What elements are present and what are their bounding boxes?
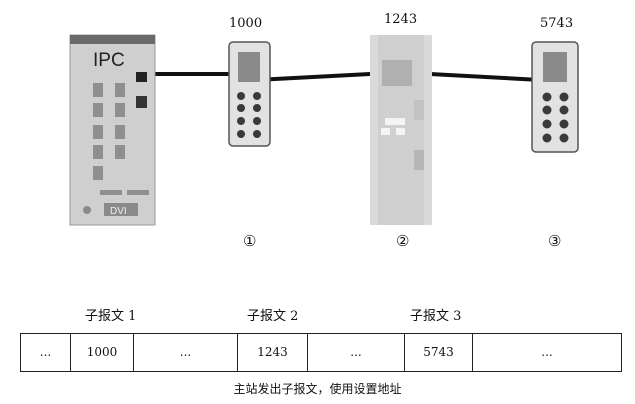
device-address-2: 1243 bbox=[384, 12, 418, 27]
telegram-cell: ... bbox=[308, 334, 405, 371]
drive-1243 bbox=[370, 35, 432, 225]
telegram-cell: 5743 bbox=[405, 334, 473, 371]
telegram-frame: ... 1000 ... 1243 ... 5743 ... bbox=[20, 333, 622, 372]
device-address-3: 5743 bbox=[540, 16, 574, 31]
diagram-caption: 主站发出子报文，使用设置地址 bbox=[233, 382, 402, 396]
io-module-5743 bbox=[531, 41, 579, 153]
telegram-cell: ... bbox=[21, 334, 71, 371]
ethernet-cable bbox=[140, 72, 541, 82]
telegram-cell: 1243 bbox=[238, 334, 308, 371]
dvi-port-label: DVI bbox=[110, 206, 127, 217]
telegram-cell: ... bbox=[134, 334, 238, 371]
telegram-cell: 1000 bbox=[71, 334, 134, 371]
io-module-1000 bbox=[228, 41, 271, 147]
telegram-cell: ... bbox=[541, 345, 553, 359]
device-address-1: 1000 bbox=[229, 16, 263, 31]
ipc-label: IPC bbox=[93, 50, 125, 71]
device-marker-1: ① bbox=[243, 232, 257, 250]
ipc-controller: IPC DVI bbox=[69, 34, 156, 226]
device-marker-3: ③ bbox=[548, 232, 562, 250]
subframe-label-3: 子报文 3 bbox=[410, 309, 462, 324]
device-marker-2: ② bbox=[396, 232, 410, 250]
network-diagram: IPC DVI bbox=[69, 34, 579, 226]
subframe-label-1: 子报文 1 bbox=[85, 309, 137, 324]
subframe-label-2: 子报文 2 bbox=[247, 309, 299, 324]
